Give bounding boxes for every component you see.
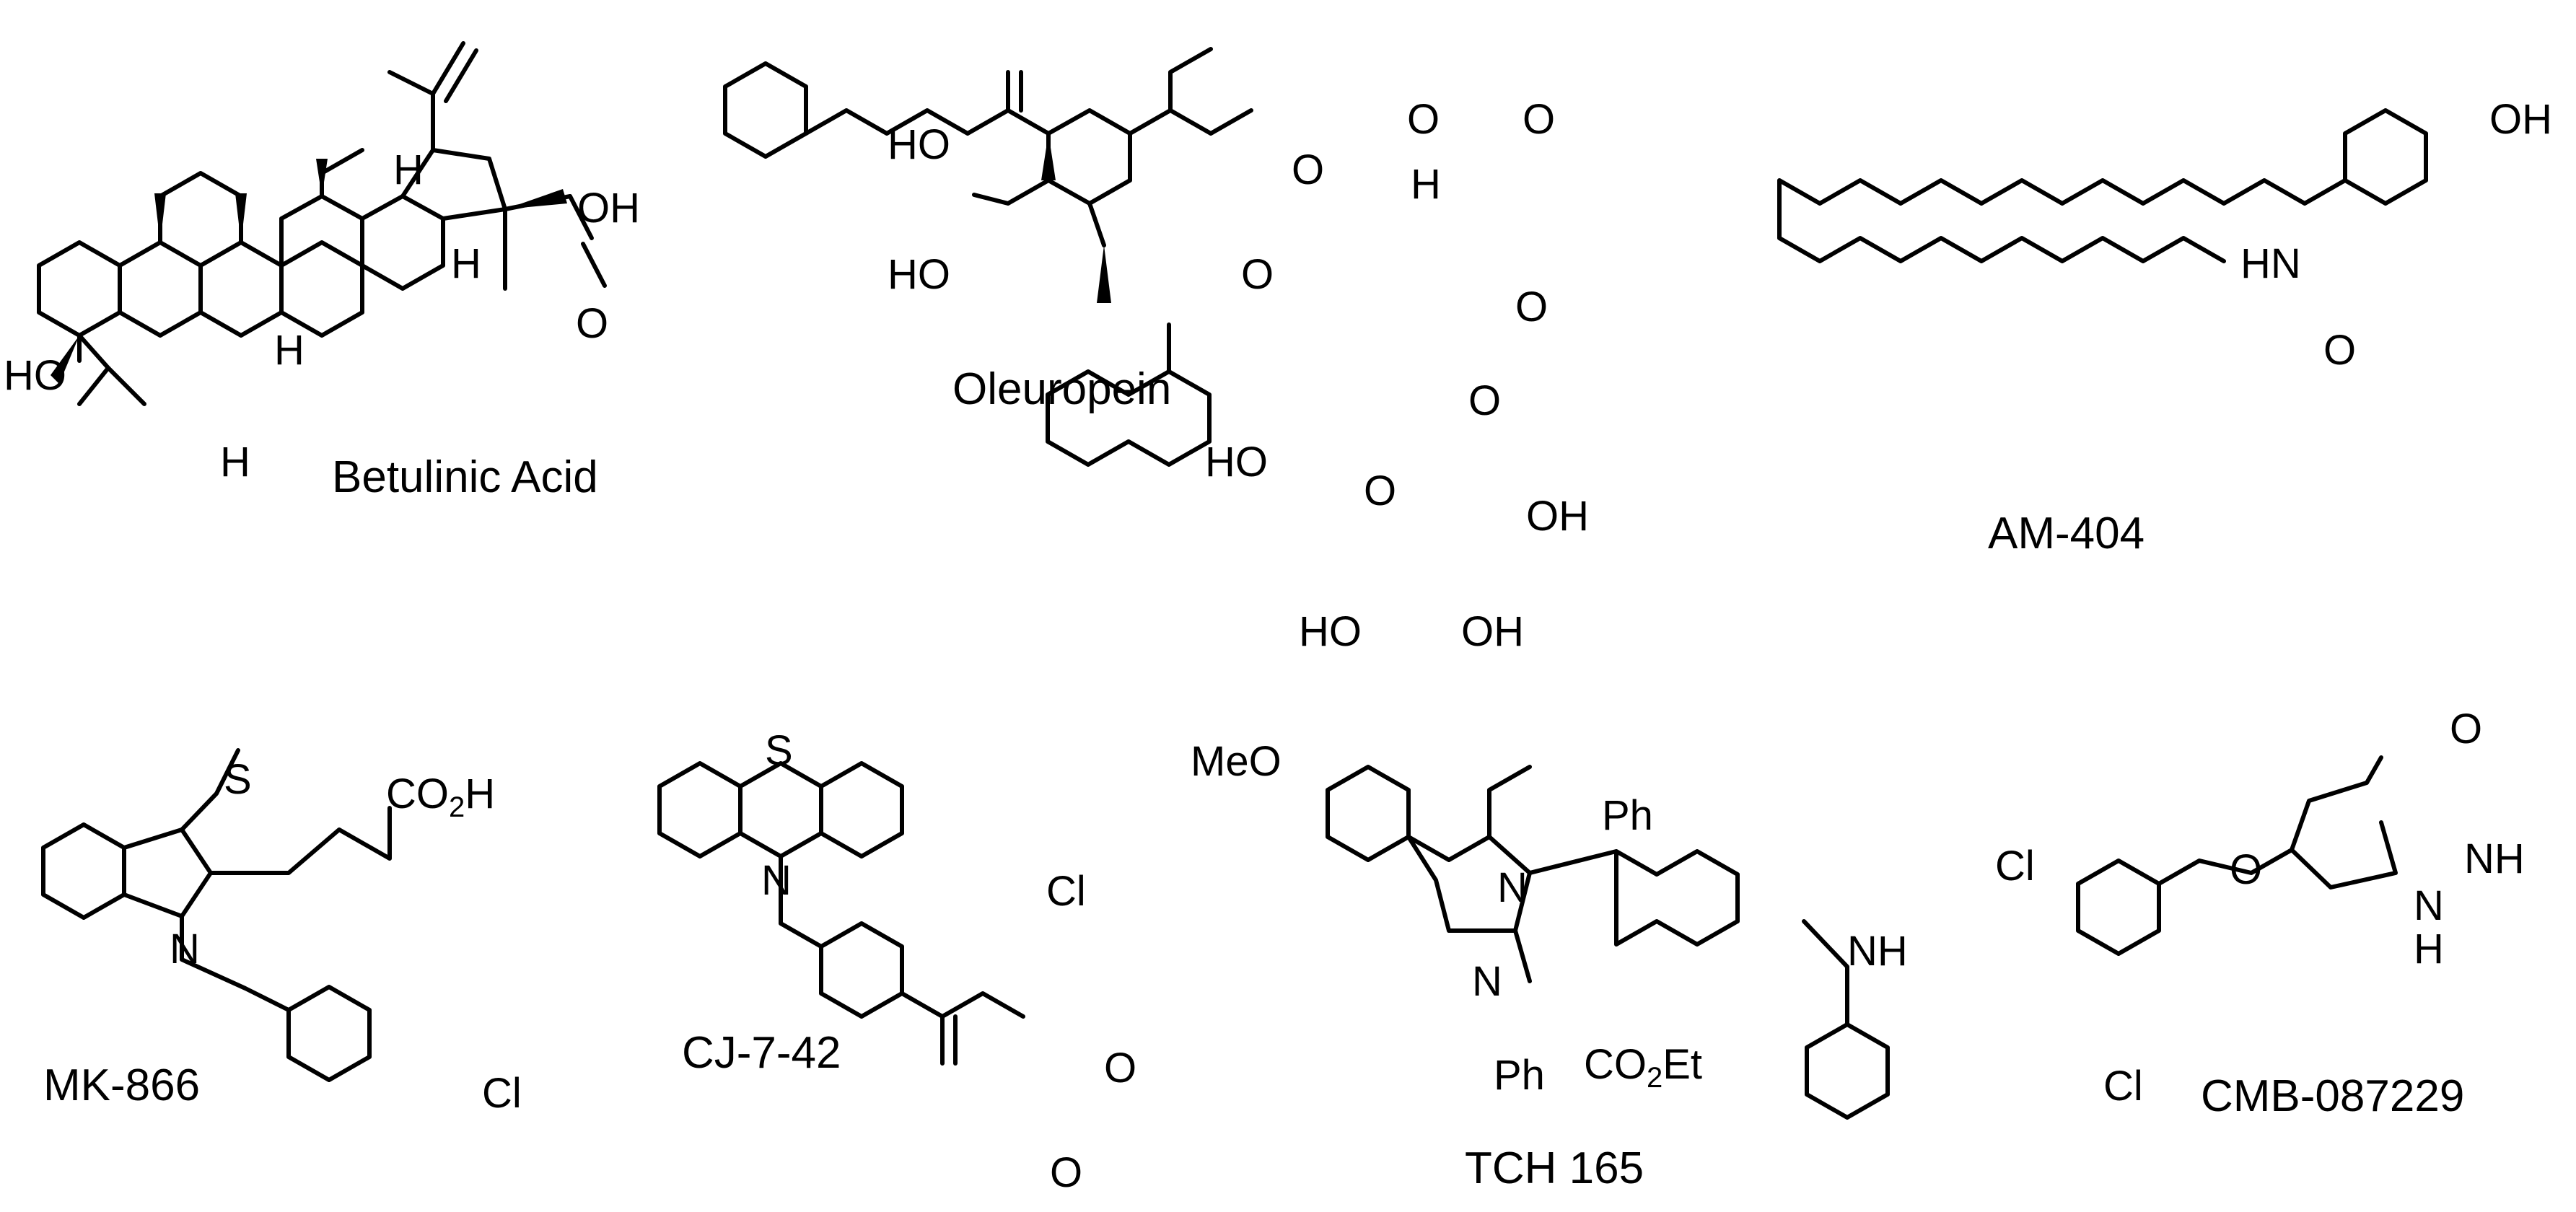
betulinic-acid-structure: HO OH O H H H H Betulinic Acid (4, 41, 640, 502)
oleuropein-structure: HO HO O O O O H O O HO O OH HO OH Oleuro… (723, 47, 1589, 655)
am404-hn-label: HN (2240, 240, 2301, 287)
cj742-cl-label: Cl (1046, 868, 1086, 915)
am-404-structure: OH HN O AM-404 (1777, 96, 2552, 558)
cj742-o-carbonyl-label: O (1050, 1149, 1082, 1196)
mk866-co-label: CO2H (386, 770, 495, 823)
oleuropein-o-glyco-label: O (1468, 377, 1501, 424)
oleuropein-oh-bottom-label: OH (1461, 608, 1524, 655)
cj742-s-label: S (765, 727, 793, 774)
oleuropein-ho-label-1: HO (888, 121, 950, 168)
mk866-n-label: N (170, 926, 200, 972)
cmb-o-carbonyl-label: O (2450, 706, 2482, 752)
oleuropein-o-carbonyl-label-2: O (1407, 96, 1440, 143)
tch165-n-ring1-label: N (1497, 864, 1528, 911)
cmb-cl-bottom-label: Cl (2103, 1063, 2143, 1110)
oleuropein-o-carbonyl-label-1: O (1292, 146, 1324, 193)
am404-oh-label: OH (2489, 96, 2552, 143)
am-404-name: AM-404 (1988, 509, 2145, 558)
cmb-nh-top-label: NH (2464, 835, 2525, 882)
oleuropein-name: Oleuropein (952, 364, 1171, 414)
mk866-s-label: S (224, 756, 252, 803)
oleuropein-ho-sugar-label: HO (1205, 439, 1268, 486)
am404-o-label: O (2323, 327, 2356, 374)
betulinic-h-label-top: H (393, 146, 424, 193)
betulinic-oh-label: OH (577, 185, 640, 232)
betulinic-h-label-mid: H (451, 240, 481, 287)
betulinic-o-label: O (576, 300, 608, 347)
cmb-cl-top-label: Cl (1995, 843, 2035, 890)
tch165-ph-top-label: Ph (1602, 792, 1653, 839)
oleuropein-o-ester-label: O (1241, 251, 1274, 298)
tch165-ph-bottom-label: Ph (1494, 1052, 1545, 1099)
betulinic-h-label-ring: H (274, 327, 305, 374)
tch165-co2et-label: CO2Et (1584, 1041, 1702, 1094)
cj-7-42-structure: S N Cl O O CJ-7-42 (657, 727, 1136, 1196)
cmb-087229-structure: Cl Cl O O NH N H CMB-087229 (1995, 706, 2525, 1121)
oleuropein-o-sugar-ring-label: O (1364, 467, 1396, 514)
cmb-o-ether-label: O (2230, 846, 2262, 893)
cj-7-42-name: CJ-7-42 (682, 1028, 841, 1078)
mk-866-structure: S CO2H N Cl MK-866 (41, 748, 522, 1117)
tch165-meo-label: MeO (1191, 738, 1282, 785)
oleuropein-ho-label-2: HO (888, 251, 950, 298)
oleuropein-ho-bottom-label: HO (1299, 608, 1362, 655)
cj742-n-label: N (761, 857, 792, 904)
oleuropein-o-ring-label: O (1515, 284, 1548, 330)
cmb-h-bottom-label: H (2414, 926, 2444, 972)
oleuropein-oh-right-label: OH (1526, 493, 1589, 540)
cj742-o-ester-label: O (1104, 1045, 1136, 1092)
cmb-n-bottom-label: N (2414, 882, 2444, 929)
cmb-087229-name: CMB-087229 (2201, 1071, 2464, 1121)
tch165-nh-label: NH (1847, 928, 1908, 975)
tch165-n-ring2-label: N (1472, 958, 1502, 1005)
mk-866-name: MK-866 (43, 1060, 200, 1110)
tch-165-structure: MeO Ph N N NH Ph CO2Et TCH 165 (1191, 738, 1908, 1193)
oleuropein-o-methoxy-label: O (1523, 96, 1555, 143)
mk866-cl-label: Cl (482, 1070, 522, 1117)
oleuropein-h-label: H (1411, 161, 1441, 208)
tch-165-name: TCH 165 (1465, 1143, 1644, 1193)
betulinic-acid-name: Betulinic Acid (332, 452, 598, 502)
betulinic-ho-label: HO (4, 352, 66, 399)
betulinic-h-label-bottom: H (220, 439, 250, 486)
